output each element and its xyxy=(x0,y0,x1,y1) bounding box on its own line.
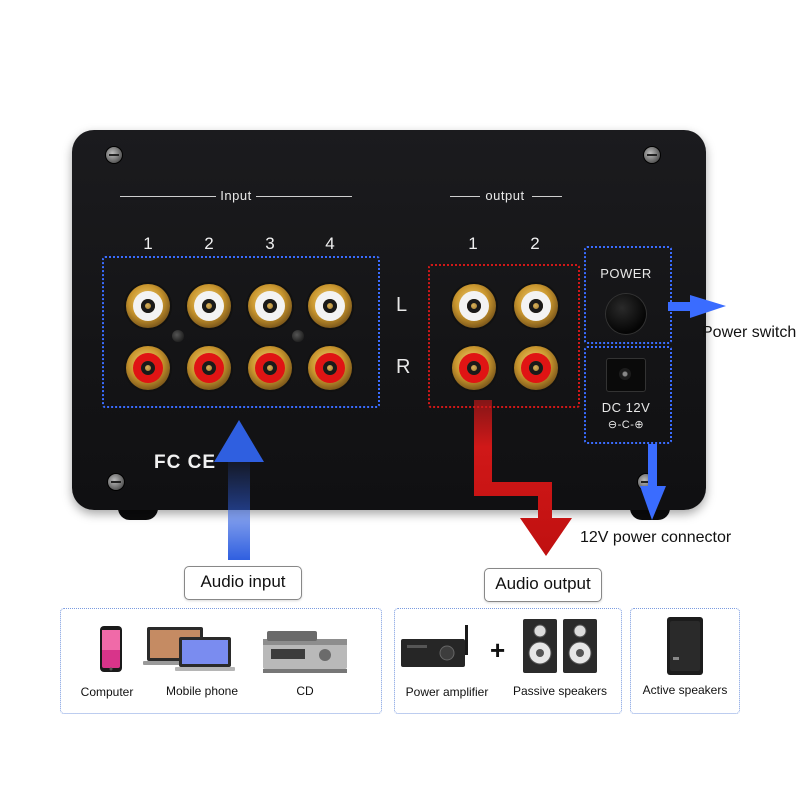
output-2-left-jack[interactable] xyxy=(514,284,558,328)
passive-output-panel: + Power amplifier Passive speakers xyxy=(394,608,622,714)
laptop-icon xyxy=(143,627,235,671)
screw-icon xyxy=(644,147,660,163)
right-channel-label: R xyxy=(396,356,411,378)
plus-icon: + xyxy=(490,635,506,665)
certification-marks: FC CE xyxy=(154,452,216,473)
left-channel-label: L xyxy=(396,294,408,316)
input-number-3: 3 xyxy=(265,234,275,253)
output-header-label: output xyxy=(485,188,525,203)
phone-icon xyxy=(100,626,122,672)
input-jacks-highlight xyxy=(102,256,380,408)
speaker-icon xyxy=(667,617,703,675)
output-number-2: 2 xyxy=(530,234,540,253)
power-connector-callout: 12V power connector xyxy=(580,529,732,546)
input-1-left-jack[interactable] xyxy=(126,284,170,328)
output-1-right-jack[interactable] xyxy=(452,346,496,390)
input-3-left-jack[interactable] xyxy=(248,284,292,328)
audio-switcher-rear-panel: Input output 1 2 3 4 1 2 L R POWER DC 12… xyxy=(72,130,706,510)
screw-icon xyxy=(108,474,124,490)
audio-output-label: Audio output xyxy=(484,568,602,602)
output-header-line-left xyxy=(450,196,480,197)
power-label: POWER xyxy=(600,266,652,281)
audio-sources-panel: Computer Mobile phone CD xyxy=(60,608,382,714)
power-switch-button[interactable] xyxy=(606,294,646,334)
input-3-right-jack[interactable] xyxy=(248,346,292,390)
power-amplifier-caption: Power amplifier xyxy=(405,685,489,699)
output-2-right-jack[interactable] xyxy=(514,346,558,390)
power-switch-highlight xyxy=(584,246,672,344)
screw-icon xyxy=(106,147,122,163)
input-header-line-right xyxy=(256,196,352,197)
input-header-label: Input xyxy=(220,188,252,203)
cd-caption: CD xyxy=(296,684,314,698)
dc-power-jack[interactable] xyxy=(606,358,646,392)
dc-connector-highlight xyxy=(584,346,672,444)
active-output-panel: Active speakers xyxy=(630,608,740,714)
screw-icon xyxy=(172,330,184,342)
amplifier-icon xyxy=(401,625,468,667)
screw-icon xyxy=(638,474,654,490)
input-number-1: 1 xyxy=(143,234,153,253)
active-speakers-caption: Active speakers xyxy=(642,683,728,697)
input-4-right-jack[interactable] xyxy=(308,346,352,390)
input-number-2: 2 xyxy=(204,234,214,253)
cd-player-icon xyxy=(263,631,347,673)
output-1-left-jack[interactable] xyxy=(452,284,496,328)
input-2-right-jack[interactable] xyxy=(187,346,231,390)
audio-input-label: Audio input xyxy=(184,566,302,600)
polarity-symbol: ⊖-C-⊕ xyxy=(607,419,645,431)
output-number-1: 1 xyxy=(468,234,478,253)
dc-voltage-label: DC 12V xyxy=(601,400,651,415)
input-4-left-jack[interactable] xyxy=(308,284,352,328)
power-switch-callout: Power switch xyxy=(702,324,797,341)
screw-icon xyxy=(292,330,304,342)
input-number-4: 4 xyxy=(325,234,335,253)
input-1-right-jack[interactable] xyxy=(126,346,170,390)
passive-speakers-caption: Passive speakers xyxy=(512,684,608,698)
mobile-phone-caption: Mobile phone xyxy=(165,684,239,698)
computer-caption: Computer xyxy=(80,685,134,699)
output-header-line-right xyxy=(532,196,562,197)
speaker-icon xyxy=(523,619,597,673)
input-2-left-jack[interactable] xyxy=(187,284,231,328)
input-header-line-left xyxy=(120,196,216,197)
output-jacks-highlight xyxy=(428,264,580,408)
